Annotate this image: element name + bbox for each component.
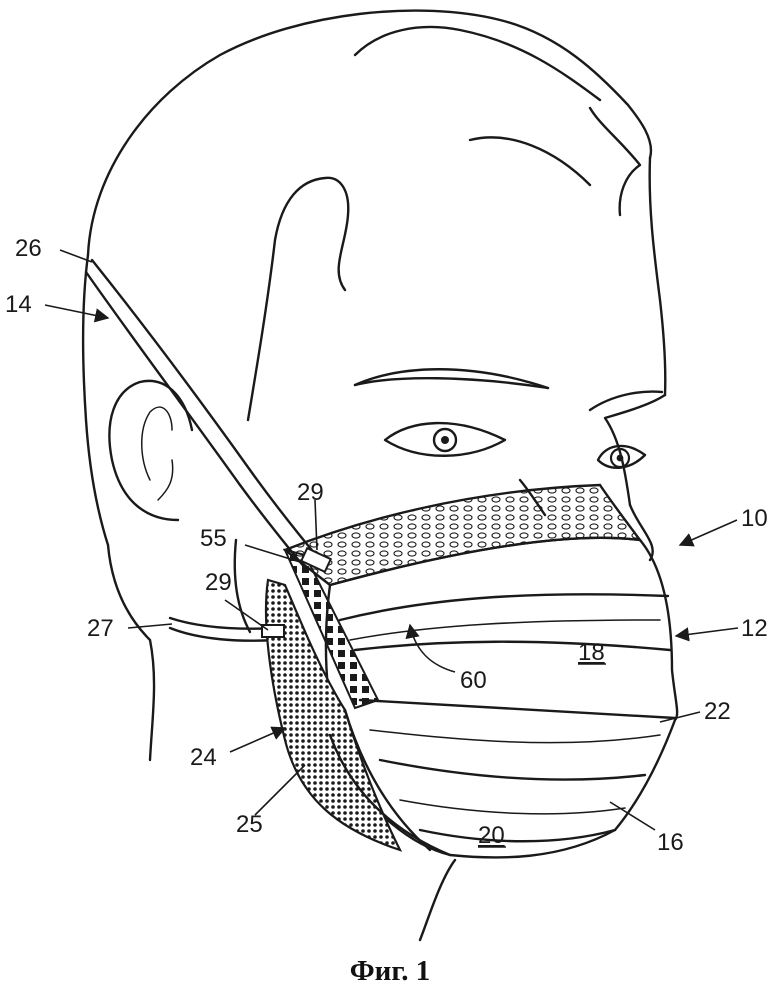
leader-29a <box>314 499 318 551</box>
label-24: 24 <box>190 744 217 771</box>
label-60: 60 <box>460 667 487 694</box>
label-10: 10 <box>741 505 768 532</box>
strap-clip-upper <box>299 546 333 574</box>
leader-lines <box>44 249 739 831</box>
label-12: 12 <box>741 615 768 642</box>
label-22: 22 <box>704 698 731 725</box>
right-eye <box>596 444 647 469</box>
reference-numerals: 26 14 29 55 29 27 60 10 12 18 22 24 25 2… <box>5 235 768 856</box>
leader-25 <box>254 764 306 816</box>
label-55: 55 <box>200 525 227 552</box>
leader-10 <box>678 519 738 547</box>
label-27: 27 <box>87 615 114 642</box>
mask-body <box>261 483 679 859</box>
leader-22 <box>659 711 701 723</box>
head-outline <box>82 9 667 942</box>
figure-caption: Фиг. 1 <box>349 955 431 987</box>
leader-16 <box>609 801 656 831</box>
leader-26 <box>59 249 93 263</box>
upper-strap <box>84 258 322 570</box>
label-14: 14 <box>5 291 32 318</box>
side-strip <box>283 548 380 710</box>
leader-29b <box>224 599 269 631</box>
leader-55 <box>244 544 301 563</box>
left-eye <box>383 421 507 457</box>
leader-12 <box>674 627 739 642</box>
filter-panel <box>264 578 403 852</box>
nose-band <box>282 483 643 587</box>
label-16: 16 <box>657 829 684 856</box>
leader-60 <box>405 623 456 673</box>
label-26: 26 <box>15 235 42 262</box>
leader-14 <box>44 304 110 323</box>
leader-24 <box>229 726 287 753</box>
strap-clip-lower <box>261 624 285 638</box>
leader-27 <box>127 623 173 629</box>
label-25: 25 <box>236 811 263 838</box>
label-20: 20 <box>478 822 505 849</box>
label-29-upper: 29 <box>297 479 324 506</box>
label-18: 18 <box>578 639 605 666</box>
label-29-lower: 29 <box>205 569 232 596</box>
